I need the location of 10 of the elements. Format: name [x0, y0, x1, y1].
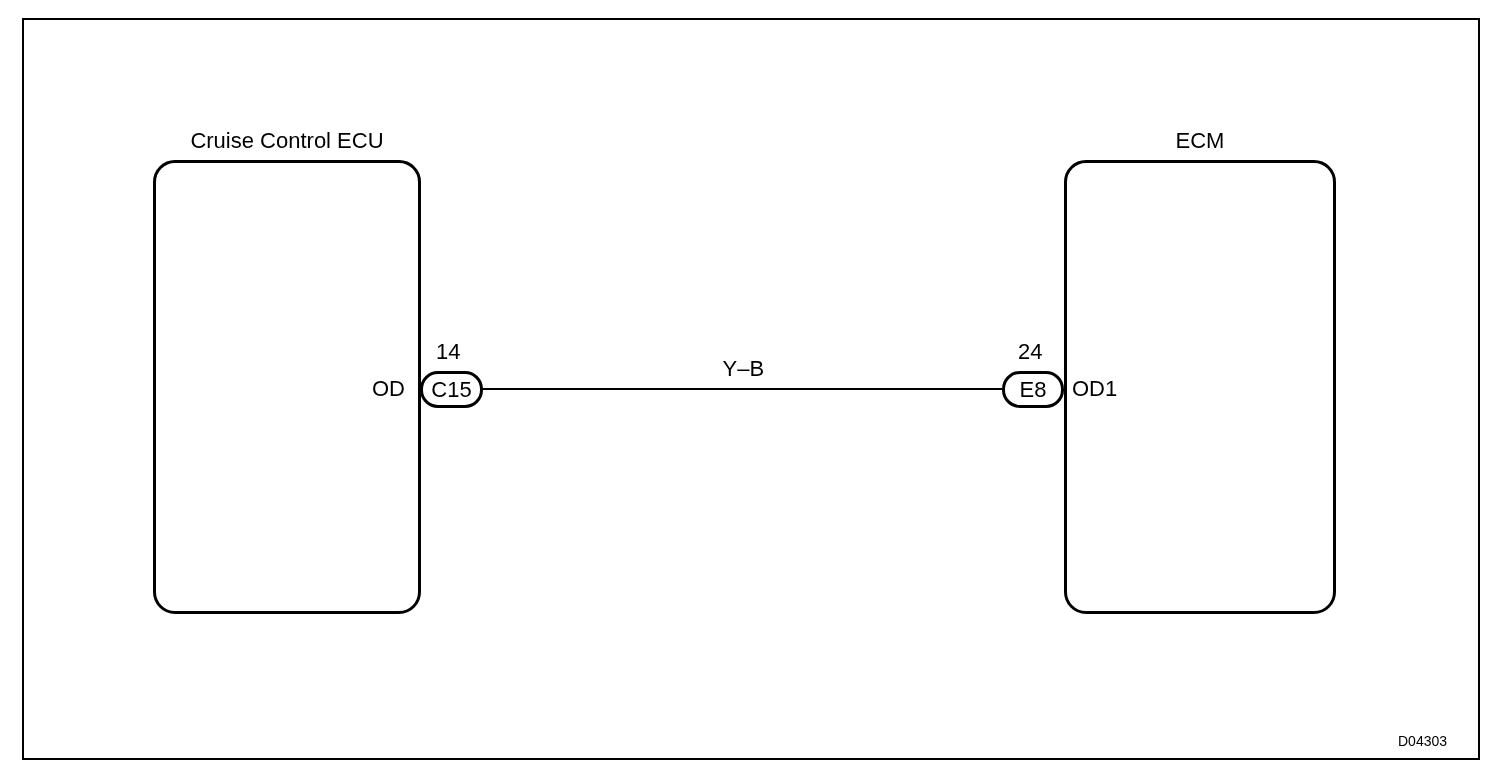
connector-pill: E8: [1002, 371, 1064, 408]
unit-heading: Cruise Control ECU: [189, 128, 385, 154]
pin-number: 14: [436, 339, 461, 365]
unit-heading: ECM: [1174, 128, 1226, 154]
pin-number: 24: [1018, 339, 1043, 365]
figure-code: D04303: [1398, 732, 1448, 750]
wire: [482, 388, 1003, 390]
pin-name: OD1: [1072, 376, 1118, 402]
connector-pill: C15: [420, 371, 483, 408]
pin-name: OD: [372, 376, 405, 402]
